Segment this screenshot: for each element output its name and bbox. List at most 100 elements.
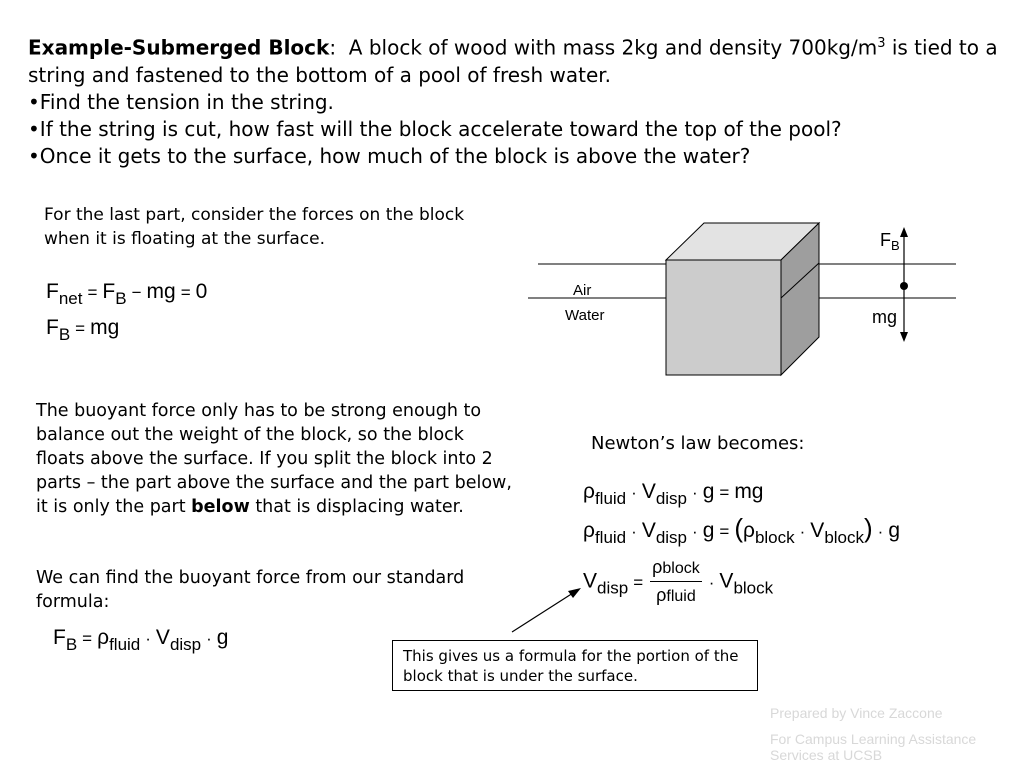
eq-symbol: 0	[195, 280, 208, 303]
air-label: Air	[573, 282, 591, 299]
weight-arrow-head	[900, 332, 908, 342]
block-waterline-edge	[780, 262, 820, 299]
bullet-text: Find the tension in the string.	[39, 89, 334, 114]
eq-symbol: mg	[90, 316, 120, 339]
eq-symbol: mg	[734, 480, 764, 503]
fraction-denominator: ρfluid	[650, 582, 702, 608]
callout-pointer-arrow	[511, 588, 581, 633]
fb-sub: B	[891, 238, 900, 253]
eq-symbol: mg	[146, 280, 176, 303]
problem-statement: Example-Submerged Block: A block of wood…	[28, 30, 1008, 170]
eq-symbol: g	[702, 480, 715, 503]
eq-subscript: block	[733, 578, 774, 598]
eq-operator: ·	[631, 522, 637, 541]
eq-symbol: F	[46, 280, 59, 303]
eq-symbol: ρ	[583, 519, 595, 542]
bullet-glyph: •	[28, 89, 40, 114]
water-label: Water	[565, 307, 604, 324]
eq-subscript: B	[58, 325, 71, 344]
eq-paren: )	[864, 513, 873, 543]
cubed-superscript: 3	[877, 36, 886, 51]
eq-subscript: disp	[597, 578, 629, 598]
bullet-item: •Find the tension in the string.	[28, 89, 1008, 116]
footer-affiliation: For Campus Learning Assistance Services …	[770, 731, 977, 763]
eq-operator: ·	[877, 522, 884, 541]
bullet-item: •If the string is cut, how fast will the…	[28, 116, 1008, 143]
eq-subscript: net	[58, 289, 83, 308]
eq-operator: ·	[631, 483, 637, 502]
explanation-text: that is displacing water.	[249, 497, 464, 517]
eq-subscript: fluid	[594, 489, 627, 508]
eq-symbol: F	[102, 280, 116, 303]
eq-symbol: F	[53, 626, 66, 649]
eq-subscript: block	[662, 560, 700, 577]
buoyant-equals-weight-equation: FB=mg	[46, 316, 119, 345]
callout-box: This gives us a formula for the portion …	[392, 640, 758, 691]
bullet-glyph: •	[28, 143, 40, 168]
problem-title: Example-Submerged Block	[28, 35, 330, 60]
eq-subscript: fluid	[666, 588, 696, 605]
forces-intro: For the last part, consider the forces o…	[44, 205, 465, 249]
buoyant-force-formula: FB=ρfluid·Vdisp·g	[53, 626, 228, 655]
eq-subscript: fluid	[594, 528, 627, 547]
explanation-bold: below	[191, 497, 250, 517]
eq-operator: =	[719, 522, 730, 541]
eq-operator: ·	[799, 522, 806, 541]
eq-symbol: ρ	[656, 585, 667, 605]
eq-symbol: V	[641, 480, 656, 503]
bullet-text: If the string is cut, how fast will the …	[39, 116, 842, 141]
buoyant-force-label: FB	[880, 230, 900, 253]
eq-subscript: disp	[655, 528, 688, 547]
eq-symbol: g	[888, 519, 901, 542]
eq-operator: =	[82, 629, 93, 648]
net-force-equation: Fnet=FB−mg=0	[46, 280, 207, 309]
eq-operator: ·	[708, 572, 715, 592]
eq-symbol: g	[702, 519, 715, 542]
newton-law-heading: Newton’s law becomes:	[591, 433, 805, 454]
center-of-mass-dot	[900, 282, 908, 290]
block-front-face	[665, 259, 782, 376]
eq-operator: =	[719, 483, 730, 502]
eq-subscript: disp	[655, 489, 688, 508]
arrow-head	[568, 588, 581, 598]
eq-operator: ·	[145, 629, 151, 648]
eq-operator: =	[87, 283, 98, 302]
eq-symbol: ρ	[583, 480, 595, 503]
eq-operator: =	[633, 572, 644, 592]
newton-equation-2: ρfluid·Vdisp·g=(ρblock·Vblock)·g	[583, 513, 900, 548]
eq-symbol: g	[216, 626, 229, 649]
eq-operator: ·	[692, 522, 698, 541]
formula-intro: We can find the buoyant force from our s…	[36, 568, 465, 612]
arrow-shaft	[511, 592, 574, 633]
eq-operator: =	[180, 283, 191, 302]
eq-subscript: block	[754, 528, 795, 547]
eq-symbol: V	[155, 626, 170, 649]
problem-text-2: is tied to a string and fastened to the …	[28, 35, 998, 87]
explanation-text: The buoyant force only has to be strong …	[36, 401, 512, 517]
eq-symbol: V	[719, 569, 734, 593]
eq-subscript: B	[115, 289, 127, 308]
eq-symbol: ρ	[97, 626, 110, 649]
eq-symbol: V	[810, 519, 825, 542]
footer-credit: Prepared by Vince Zaccone	[770, 705, 943, 721]
fraction-numerator: ρblock	[650, 556, 702, 582]
buoyant-arrow-head	[900, 227, 908, 237]
eq-operator: ·	[206, 629, 212, 648]
eq-symbol: V	[641, 519, 656, 542]
floating-block-diagram: Air Water FB mg	[528, 221, 956, 377]
eq-symbol: F	[46, 316, 59, 339]
eq-subscript: fluid	[109, 635, 141, 654]
eq-symbol: ρ	[742, 519, 755, 542]
fb-main: F	[880, 230, 891, 250]
eq-operator: =	[75, 319, 86, 338]
eq-symbol: ρ	[652, 557, 663, 577]
weight-label: mg	[872, 307, 897, 327]
problem-text-1: A block of wood with mass 2kg and densit…	[336, 35, 878, 60]
bullet-glyph: •	[28, 116, 40, 141]
eq-subscript: B	[65, 635, 78, 654]
eq-subscript: disp	[169, 635, 202, 654]
problem-intro: Example-Submerged Block: A block of wood…	[28, 30, 1008, 89]
title-colon: :	[329, 35, 337, 60]
